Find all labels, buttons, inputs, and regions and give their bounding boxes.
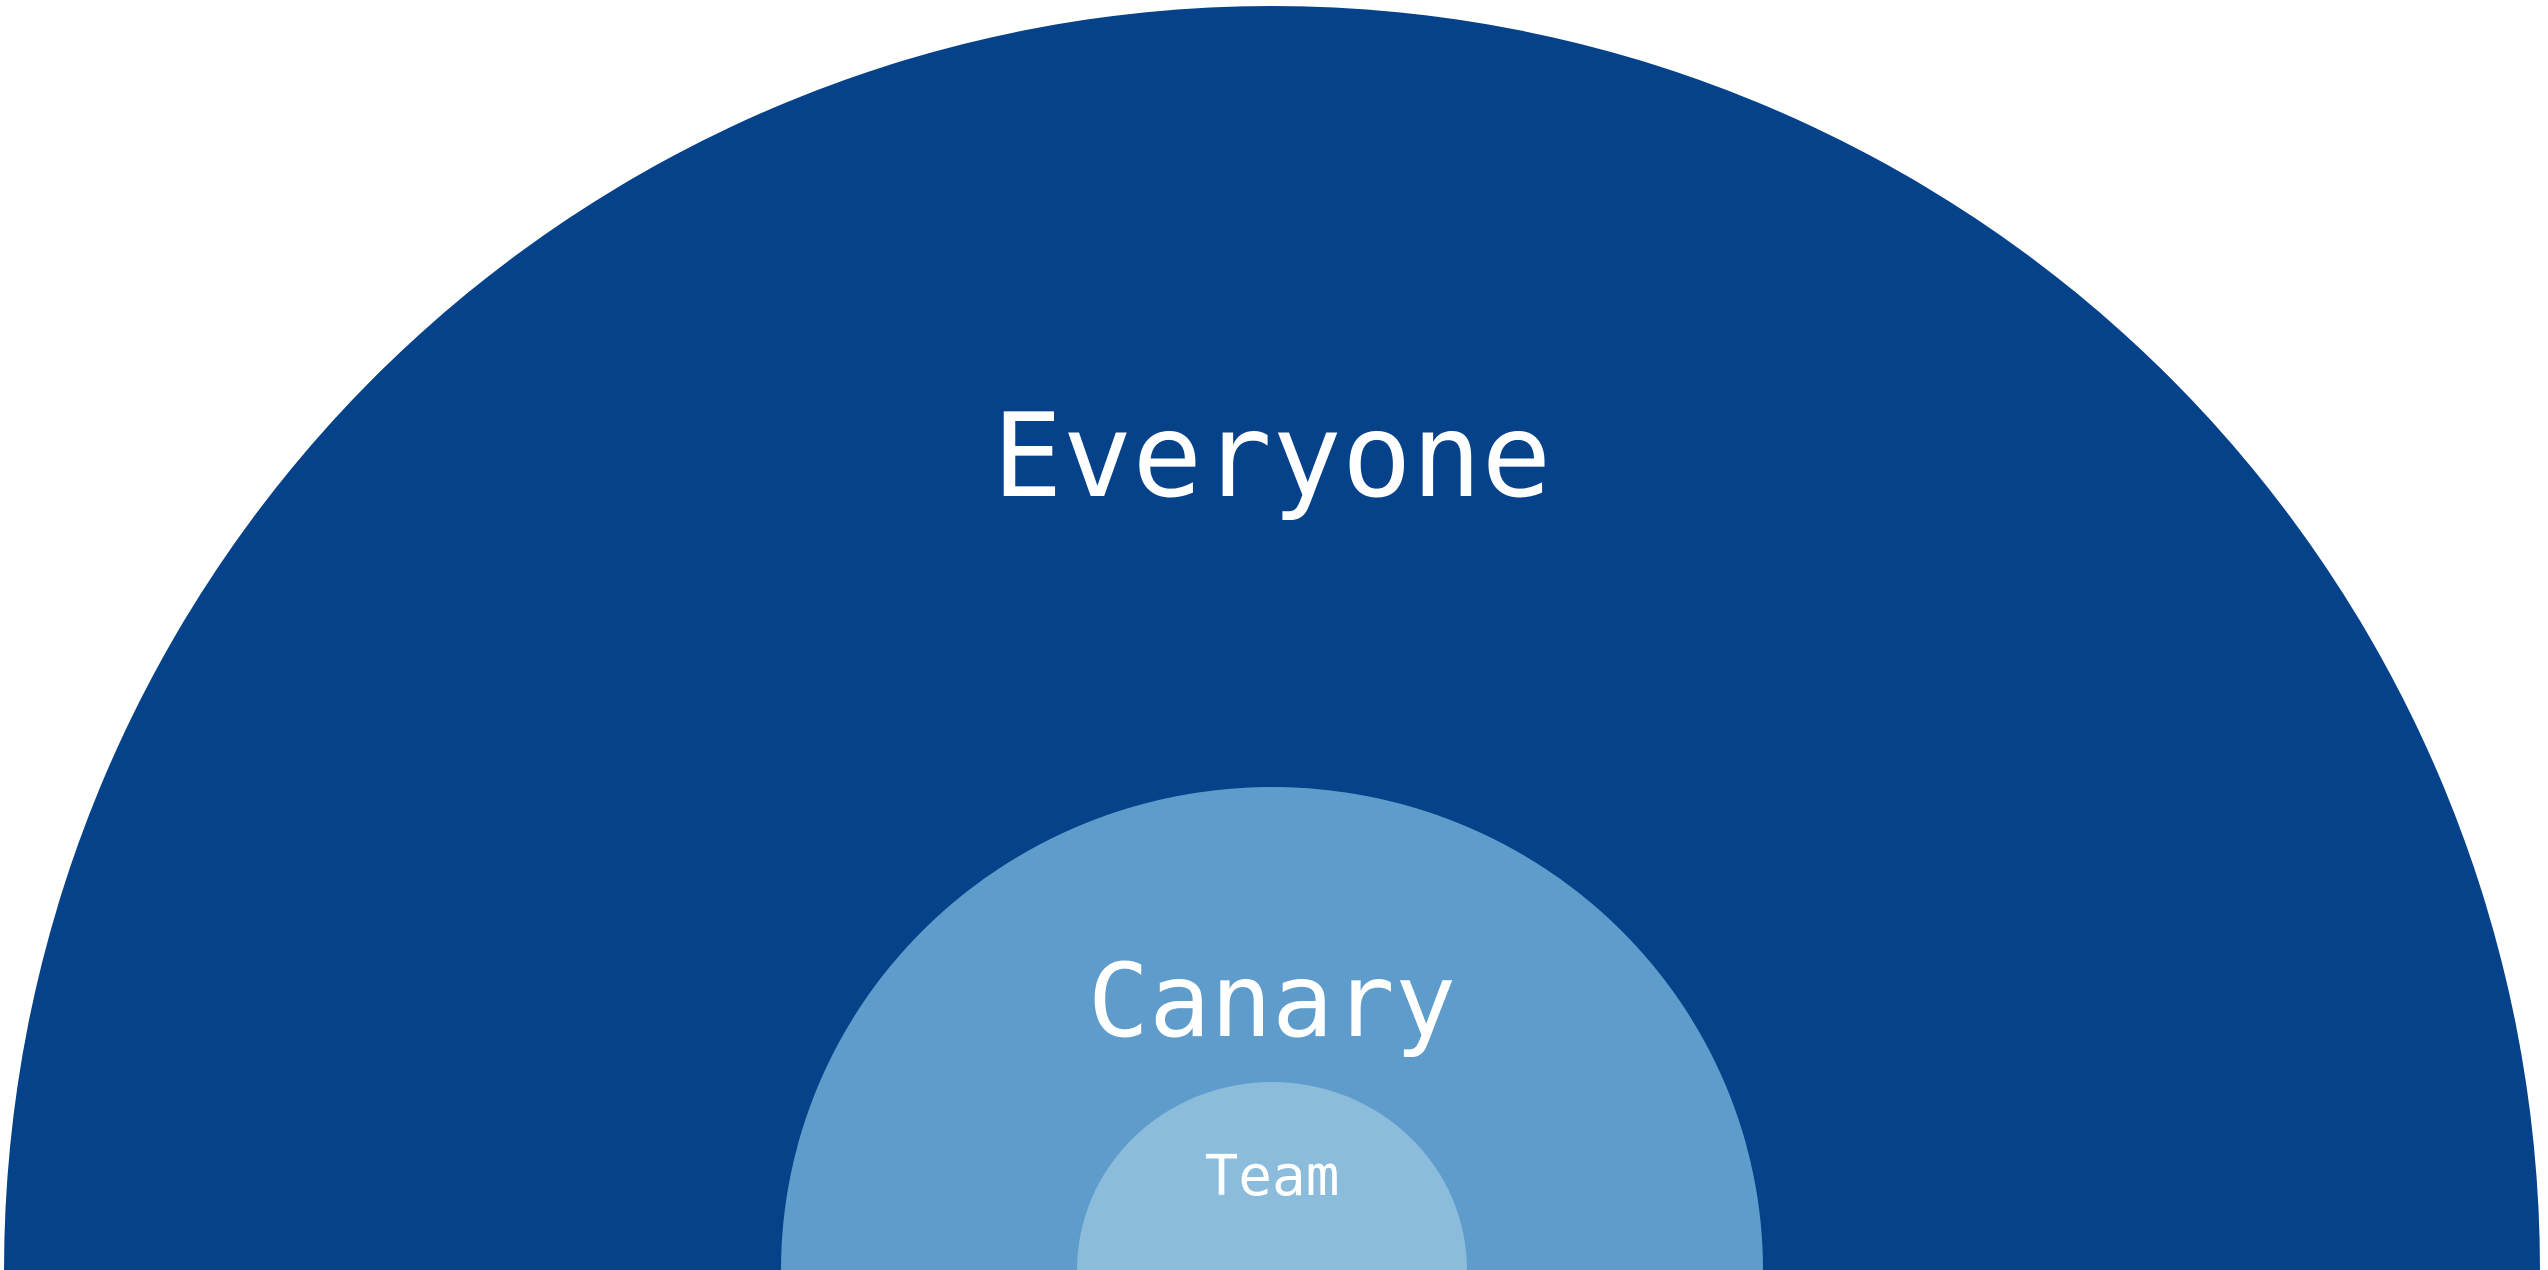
ring-canary [781, 787, 1763, 1270]
ring-label-canary: Canary [1088, 942, 1456, 1061]
ring-label-everyone: Everyone [993, 389, 1552, 524]
ring-everyone [4, 6, 2540, 1270]
ring-team [1077, 1082, 1467, 1270]
ring-label-team: Team [1205, 1144, 1340, 1209]
